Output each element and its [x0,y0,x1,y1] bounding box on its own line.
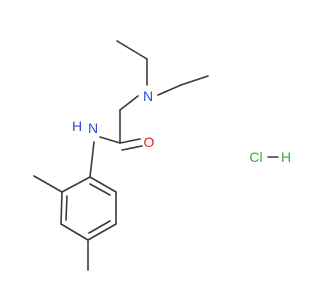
ring-bond-6 [89,176,117,193]
carbonyl-oxygen-label: O [144,134,155,150]
amine-nitrogen-label: N [143,88,153,104]
ring-inner-3 [89,183,111,196]
bond-n-ch2-right [157,84,182,96]
amide-hydrogen-label: H [72,118,82,134]
chlorine-label: Cl [249,149,262,165]
ring-bond-3 [60,223,89,241]
ring-bond-2 [60,191,63,225]
bond-nh-ring [89,141,95,178]
bond-n-ch2-linker [119,95,139,111]
bond-ring-methyl-ortho [33,175,63,193]
ring-inner-2 [88,220,111,234]
bond-carbonyl-o-1 [119,138,141,144]
ring-bond-1 [61,176,91,193]
bond-ch2-ch3-right [180,75,209,86]
amide-nitrogen-label: N [88,120,98,136]
bond-ch3-ch2-upper [116,40,148,60]
ring-bond-4 [87,223,117,241]
bond-carbonyl-nh [99,136,121,144]
structure-diagram: N O H N Cl H [33,40,291,271]
molecule-drawing: N O H N Cl H [33,40,291,271]
ring-inner-1 [65,195,68,221]
bond-carbonyl-o-2 [121,145,143,151]
hydrogen-label: H [281,149,291,165]
